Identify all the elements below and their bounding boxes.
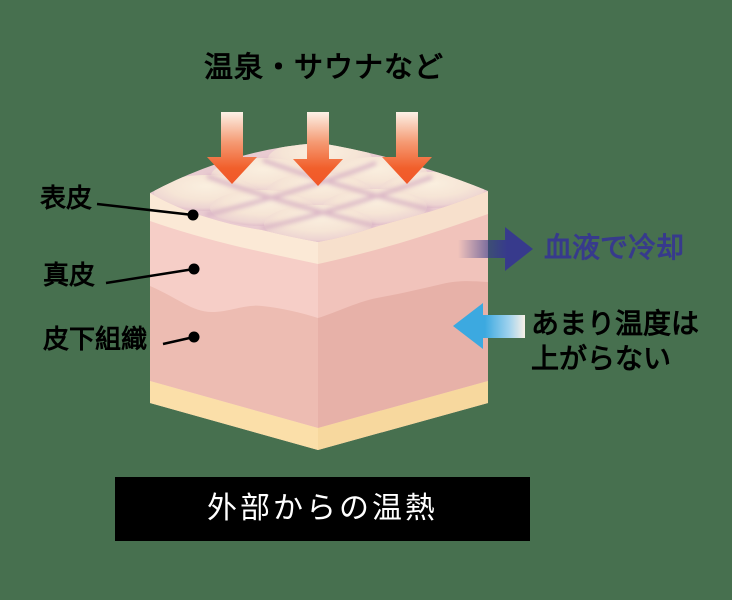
caption-box: 外部からの温熱 [115,477,530,541]
diagram-title: 温泉・サウナなど [204,50,445,84]
heat-arrow-icon [293,112,343,186]
blood-cooling-label: 血液で冷却 [544,231,685,264]
low-temperature-line1: あまり温度は [531,307,700,340]
label-epidermis: 表皮 [40,184,93,214]
epidermis-right-face [318,191,488,264]
low-temperature-arrow-icon [453,303,525,349]
fat-base-left-face [150,381,318,450]
fat-base-right-face [318,381,488,450]
low-temperature-line2: 上がらない [531,342,672,375]
subcutis-left-face [150,286,318,428]
skin-block [150,143,488,450]
leader-dots [187,209,200,343]
heat-arrows [207,112,432,186]
heat-arrow-icon [207,112,257,184]
low-temperature-label: あまり温度は 上がらない [531,306,699,376]
heat-arrow-icon [382,112,432,184]
label-subcutaneous-tissue: 皮下組織 [43,325,148,355]
subcutis-right-face [318,281,488,428]
epidermis-left-face [150,193,318,264]
caption-text: 外部からの温熱 [207,491,438,527]
blood-cooling-arrow-icon [458,227,533,271]
quilt-seams [205,158,433,230]
label-dermis: 真皮 [43,261,96,291]
